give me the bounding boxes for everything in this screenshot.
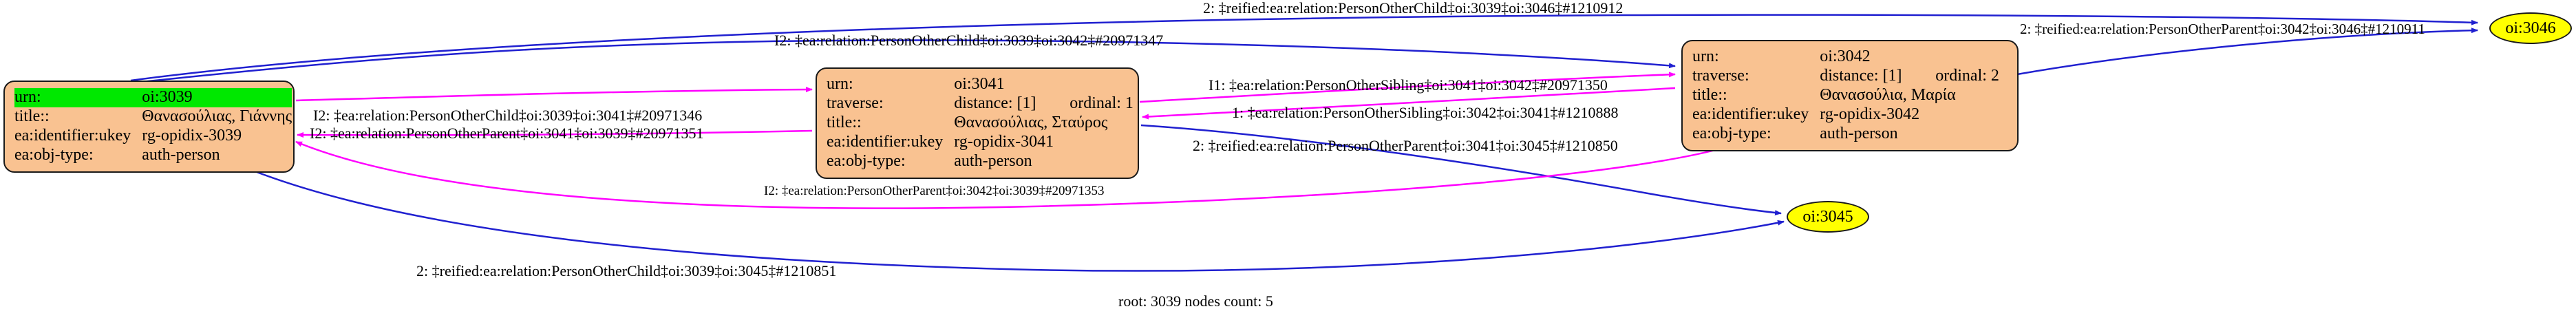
row-key: ea:identifier:ukey — [827, 132, 944, 151]
edge-label-3041-3042: I1: ‡ea:relation:PersonOtherSibling‡oi:3… — [1209, 76, 1608, 94]
row-value: auth-person — [954, 151, 1032, 170]
edge-label-3039-3046: 2: ‡reified:ea:relation:PersonOtherChild… — [1203, 0, 1624, 17]
row-key: urn: — [827, 75, 853, 93]
edge-3042-3046 — [2016, 28, 2478, 76]
edge-label-3042-3039: I2: ‡ea:relation:PersonOtherParent‡oi:30… — [764, 184, 1105, 198]
node-label: oi:3046 — [2505, 19, 2556, 37]
node-oi-3041[interactable]: urn: oi:3041 traverse: distance: [1] ordi… — [816, 67, 1139, 179]
row-key: traverse: — [827, 94, 884, 112]
row-key: ea:identifier:ukey — [1692, 105, 1809, 123]
record-row: traverse: distance: [1] ordinal: 1 — [827, 94, 1133, 114]
edge-label-3039-3042: I2: ‡ea:relation:PersonOtherChild‡oi:303… — [774, 32, 1164, 49]
record-row: ea:obj-type: auth-person — [14, 146, 292, 165]
edge-3039-3041 — [295, 87, 813, 102]
record-row: title:: Θανασούλιας, Σταύρος — [827, 114, 1133, 133]
row-value: rg-opidix-3042 — [1820, 105, 1920, 123]
row-value: oi:3042 — [1820, 47, 1871, 65]
edge-label-3042-3046: 2: ‡reified:ea:relation:PersonOtherParen… — [2020, 21, 2425, 37]
edge-label-3039-3041: I2: ‡ea:relation:PersonOtherChild‡oi:303… — [313, 107, 703, 124]
row-value: Θανασούλια, Μαρία — [1820, 85, 1956, 104]
record-row: urn: oi:3042 — [1692, 47, 1999, 67]
record-row: ea:identifier:ukey rg-opidix-3042 — [1692, 105, 1999, 125]
record-row: ea:obj-type: auth-person — [1692, 125, 1999, 144]
edge-3041-3039 — [297, 129, 813, 138]
traverse-ordinal: ordinal: 2 — [1935, 66, 1999, 85]
row-value: auth-person — [142, 145, 220, 164]
record-row: ea:identifier:ukey rg-opidix-3039 — [14, 127, 292, 146]
row-key: ea:obj-type: — [827, 151, 906, 170]
row-key: urn: — [14, 88, 142, 107]
row-value: rg-opidix-3039 — [142, 126, 242, 145]
edge-3041-3042 — [1139, 72, 1676, 103]
graph-footer: root: 3039 nodes count: 5 — [1118, 292, 1273, 309]
node-label: oi:3045 — [1802, 207, 1853, 226]
row-key: ea:obj-type: — [14, 145, 94, 164]
row-key: traverse: — [1692, 66, 1749, 85]
row-value: oi:3039 — [142, 88, 292, 107]
edge-label-3042-3041: 1: ‡ea:relation:PersonOtherSibling‡oi:30… — [1232, 104, 1619, 121]
row-key: title:: — [827, 113, 862, 131]
row-value: distance: [1] ordinal: 2 — [1820, 67, 1999, 86]
record-row: urn: oi:3039 — [14, 88, 292, 107]
row-value: distance: [1] ordinal: 1 — [954, 94, 1133, 114]
record-row: traverse: distance: [1] ordinal: 2 — [1692, 67, 1999, 86]
row-value: auth-person — [1820, 124, 1898, 142]
edge-3039-3046 — [130, 14, 2478, 82]
traverse-ordinal: ordinal: 1 — [1069, 94, 1133, 112]
edge-3042-3039 — [295, 140, 1735, 209]
row-value: Θανασούλιας, Γιάννης — [142, 107, 292, 125]
row-value: oi:3041 — [954, 75, 1005, 93]
edge-3042-3041 — [1142, 87, 1676, 120]
record-row: urn: oi:3041 — [827, 75, 1133, 94]
edge-3041-3045 — [1140, 124, 1782, 216]
row-key: ea:obj-type: — [1692, 124, 1771, 142]
edge-label-3039-3045: 2: ‡reified:ea:relation:PersonOtherChild… — [416, 262, 837, 279]
edge-3039-3045 — [206, 149, 1785, 272]
record-row: ea:obj-type: auth-person — [827, 152, 1133, 171]
row-value: Θανασούλιας, Σταύρος — [954, 113, 1108, 131]
row-key: title:: — [14, 107, 50, 125]
node-oi-3039[interactable]: urn: oi:3039 title:: Θανασούλιας, Γιάννη… — [3, 81, 295, 173]
row-key: urn: — [1692, 47, 1719, 65]
row-key: title:: — [1692, 85, 1727, 104]
edge-label-3041-3039: I2: ‡ea:relation:PersonOtherParent‡oi:30… — [310, 125, 704, 142]
node-oi-3042[interactable]: urn: oi:3042 traverse: distance: [1] ordi… — [1681, 40, 2019, 151]
row-value: rg-opidix-3041 — [954, 132, 1054, 151]
traverse-distance: distance: [1] — [1820, 66, 1902, 85]
record-row: ea:identifier:ukey rg-opidix-3041 — [827, 133, 1133, 152]
traverse-distance: distance: [1] — [954, 94, 1036, 112]
edge-label-3041-3045: 2: ‡reified:ea:relation:PersonOtherParen… — [1193, 137, 1618, 154]
row-key: ea:identifier:ukey — [14, 126, 131, 145]
record-row: title:: Θανασούλια, Μαρία — [1692, 86, 1999, 105]
node-oi-3045[interactable]: oi:3045 — [1787, 201, 1869, 233]
record-row: title:: Θανασούλιας, Γιάννης — [14, 107, 292, 127]
edge-3039-3042 — [134, 39, 1676, 84]
node-oi-3046[interactable]: oi:3046 — [2489, 12, 2572, 44]
